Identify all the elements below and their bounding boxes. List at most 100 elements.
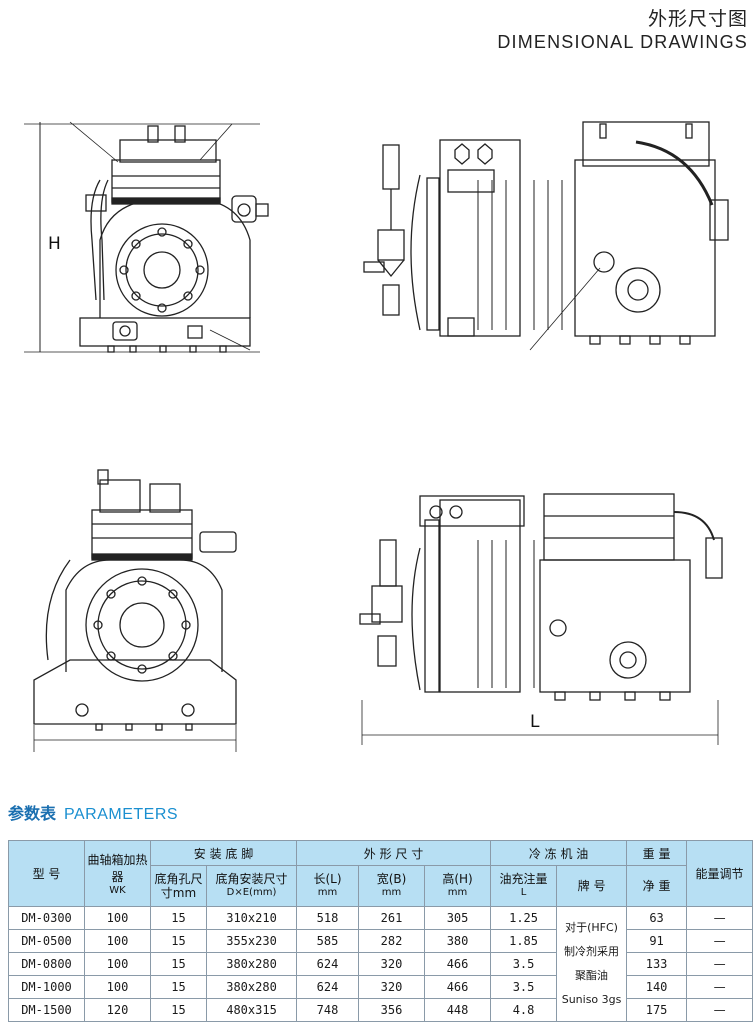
cell-width: 282 [358, 929, 426, 953]
section-title-en: PARAMETERS [64, 806, 179, 823]
brand-line: Suniso 3gs [561, 993, 622, 1006]
header-size: 外 形 尺 寸 [296, 840, 492, 866]
cell-width: 320 [358, 975, 426, 999]
cell-length: 518 [296, 906, 360, 930]
header-weight: 重 量 [626, 840, 688, 866]
cell-height: 380 [424, 929, 492, 953]
brand-line: 制冷剂采用 [564, 945, 620, 958]
cell-length: 585 [296, 929, 360, 953]
table-row: DM-1500 120 15 480x315 748 356 448 4.8 1… [8, 998, 754, 1022]
cell-hole: 15 [150, 929, 207, 953]
drawing-front-top [24, 121, 269, 353]
cell-width: 261 [358, 906, 426, 930]
drawing-side-bottom [359, 493, 723, 745]
dimensional-drawings [24, 121, 729, 752]
cell-width: 356 [358, 998, 426, 1022]
cell-length: 624 [296, 952, 360, 976]
header-brand: 牌 号 [556, 865, 628, 907]
header-oil-charge-label: 油充注量 [499, 872, 548, 886]
parameters-table: 型 号 曲轴箱加热器 WK 安 装 底 脚 外 形 尺 寸 冷 冻 机 油 重 … [8, 840, 754, 1022]
header-capacity: 能量调节 [686, 840, 754, 907]
cell-model: DM-0500 [8, 929, 85, 953]
cell-model: DM-1000 [8, 975, 85, 999]
cell-capacity: — [686, 998, 754, 1022]
cell-height: 305 [424, 906, 492, 930]
header-length-unit: mm [317, 887, 338, 898]
table-row: DM-0500 100 15 355x230 585 282 380 1.85 … [8, 929, 754, 953]
dimension-l-label: L [530, 712, 540, 732]
cell-heater: 100 [84, 952, 151, 976]
header-oil-charge-unit: L [520, 887, 527, 898]
header-mount-dim-unit: D×E(mm) [226, 887, 277, 898]
cell-weight: 175 [626, 998, 688, 1022]
table-row: DM-0300 100 15 310x210 518 261 305 1.25 … [8, 906, 754, 1022]
cell-oil: 1.85 [490, 929, 558, 953]
cell-heater: 120 [84, 998, 151, 1022]
cell-hole: 15 [150, 975, 207, 999]
brand-line: 聚酯油 [575, 969, 609, 982]
cell-weight: 140 [626, 975, 688, 999]
cell-capacity: — [686, 929, 754, 953]
header-mount-dim: 底角安装尺寸 D×E(mm) [205, 865, 298, 907]
cell-heater: 100 [84, 906, 151, 930]
cell-height: 448 [424, 998, 492, 1022]
header-mount-dim-label: 底角安装尺寸 [215, 872, 288, 886]
header-width-label: 宽(B) [376, 872, 407, 886]
header-net-weight: 净 重 [626, 865, 688, 907]
cell-weight: 133 [626, 952, 688, 976]
cell-mount: 380x280 [205, 975, 298, 999]
header-width: 宽(B) mm [358, 865, 426, 907]
cell-mount: 355x230 [205, 929, 298, 953]
brand-line: 对于(HFC) [565, 921, 618, 934]
header-mount: 安 装 底 脚 [149, 840, 298, 866]
cell-heater: 100 [84, 975, 151, 999]
cell-length: 624 [296, 975, 360, 999]
header-width-unit: mm [381, 887, 402, 898]
drawing-side-top [363, 121, 729, 351]
cell-model: DM-0300 [8, 906, 85, 930]
cell-model: DM-0800 [8, 952, 85, 976]
cell-mount: 310x210 [205, 906, 298, 930]
header-heater: 曲轴箱加热器 WK [84, 840, 151, 907]
header-length: 长(L) mm [296, 865, 360, 907]
cell-height: 466 [424, 975, 492, 999]
cell-weight: 91 [626, 929, 688, 953]
header-heater-label: 曲轴箱加热器 [87, 853, 148, 884]
cell-mount: 480x315 [205, 998, 298, 1022]
header-length-label: 长(L) [313, 872, 342, 886]
header-hole: 底角孔尺寸mm [150, 865, 207, 907]
header-height-unit: mm [447, 887, 468, 898]
cell-capacity: — [686, 906, 754, 930]
cell-brand: 对于(HFC) 制冷剂采用 聚酯油 Suniso 3gs [556, 906, 628, 1022]
header-height-label: 高(H) [442, 872, 473, 886]
page-header: 外形尺寸图 DIMENSIONAL DRAWINGS [497, 4, 748, 53]
cell-mount: 380x280 [205, 952, 298, 976]
cell-oil: 1.25 [490, 906, 558, 930]
header-oil-charge: 油充注量 L [490, 865, 558, 907]
header-height: 高(H) mm [424, 865, 492, 907]
cell-hole: 15 [150, 998, 207, 1022]
header-oil: 冷 冻 机 油 [490, 840, 628, 866]
parameters-section-title: 参数表 PARAMETERS [8, 800, 178, 824]
cell-capacity: — [686, 975, 754, 999]
cell-hole: 15 [150, 906, 207, 930]
header-heater-unit: WK [109, 885, 126, 896]
cell-weight: 63 [626, 906, 688, 930]
cell-heater: 100 [84, 929, 151, 953]
section-title-cn: 参数表 [8, 804, 57, 823]
cell-capacity: — [686, 952, 754, 976]
cell-oil: 4.8 [490, 998, 558, 1022]
cell-oil: 3.5 [490, 952, 558, 976]
title-cn: 外形尺寸图 [647, 8, 748, 30]
cell-length: 748 [296, 998, 360, 1022]
cell-hole: 15 [150, 952, 207, 976]
table-row: DM-0800 100 15 380x280 624 320 466 3.5 1… [8, 952, 754, 976]
title-en: DIMENSIONAL DRAWINGS [497, 32, 748, 52]
dimension-h-label: H [48, 234, 61, 254]
cell-model: DM-1500 [8, 998, 85, 1022]
cell-height: 466 [424, 952, 492, 976]
cell-width: 320 [358, 952, 426, 976]
drawing-front-bottom [33, 469, 237, 752]
cell-oil: 3.5 [490, 975, 558, 999]
header-model: 型 号 [8, 840, 85, 907]
